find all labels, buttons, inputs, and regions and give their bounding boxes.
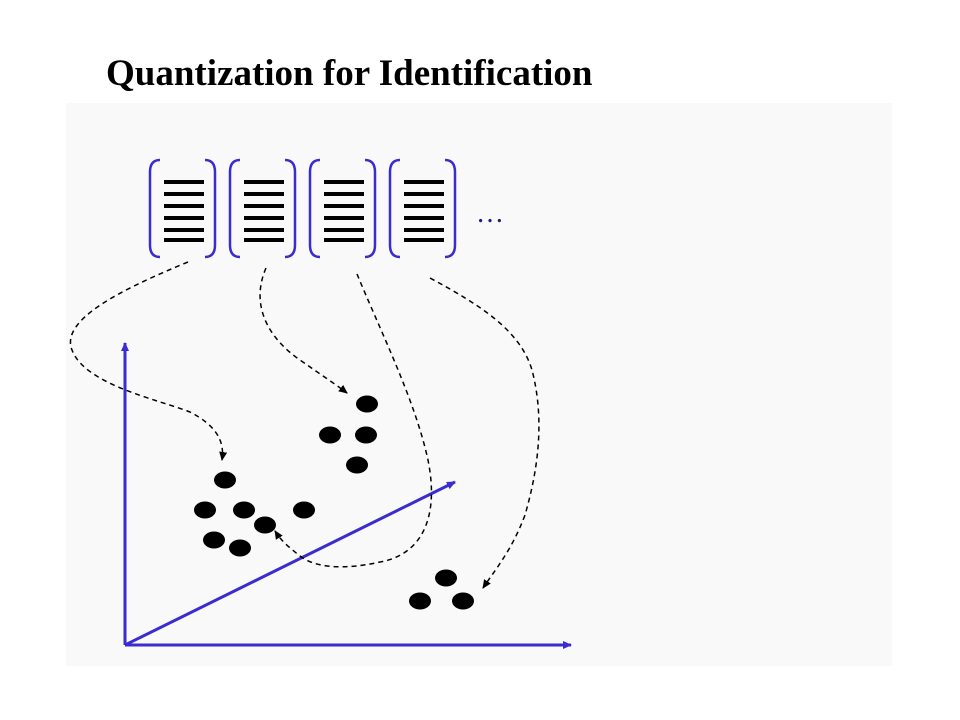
mapping-arrows [69,261,540,589]
data-point [233,501,255,519]
mapping-arrow [259,267,348,394]
outlier-point [293,501,315,519]
feature-vector [308,158,377,259]
data-point [194,501,216,519]
feature-vector [228,158,297,259]
data-point [319,426,341,444]
data-point [203,531,225,549]
data-point [355,426,377,444]
axes [121,342,572,649]
data-point [409,592,431,610]
mapping-arrow [69,261,228,461]
slide-title: Quantization for Identification [106,53,593,94]
data-point [346,456,368,474]
data-point [435,569,457,587]
mapping-arrow [274,273,433,568]
z-axis [124,480,456,647]
feature-vector [388,158,457,259]
cluster [409,569,474,610]
cluster [194,471,276,557]
data-point [229,539,251,557]
continuation-ellipsis: … [476,198,504,229]
data-point [214,471,236,489]
data-point [254,516,276,534]
diagram-panel [66,103,892,666]
cluster [319,395,378,474]
data-point [452,592,474,610]
feature-vector [148,158,217,259]
mapping-arrow [429,277,540,589]
data-point [356,395,378,413]
